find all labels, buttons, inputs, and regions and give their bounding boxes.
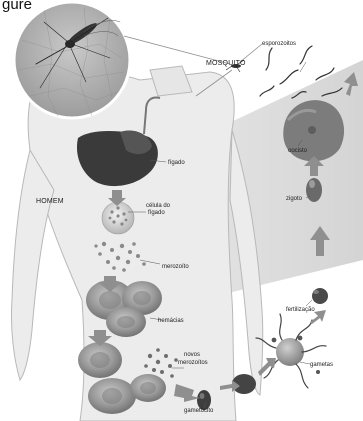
label-merozoito: merozoíto	[162, 264, 189, 271]
label-oocisto: oocisto	[288, 148, 307, 155]
label-novos-line1: novos	[184, 352, 200, 359]
magnified-skin-circle	[14, 2, 130, 118]
figure-title: gure	[2, 0, 32, 13]
label-figado: fígado	[168, 160, 185, 167]
zygote-cell	[306, 178, 322, 202]
label-gametas: gametas	[310, 362, 333, 369]
gametes-cell	[232, 314, 326, 394]
fertilization-cell	[312, 288, 328, 304]
liver-cell	[102, 202, 134, 234]
label-homem: HOMEM	[36, 198, 64, 205]
torso	[28, 72, 236, 421]
label-celula-figado-line1: célula do	[146, 203, 170, 210]
label-mosquito: MOSQUITO	[206, 60, 246, 67]
label-celula-figado-line2: fígado	[148, 210, 165, 217]
neck	[150, 66, 192, 96]
label-novos-line2: merozoítos	[178, 360, 208, 367]
label-esporozoitos: esporozoitos	[262, 41, 296, 48]
label-fertilizacao: fertilização	[286, 307, 315, 314]
left-arm	[11, 150, 54, 380]
human-body	[11, 66, 262, 421]
label-zigoto: zigoto	[286, 196, 302, 203]
gametocyte	[197, 390, 211, 410]
label-gametocito: gametócito	[184, 408, 213, 415]
label-hemacias: hemácias	[158, 318, 184, 325]
